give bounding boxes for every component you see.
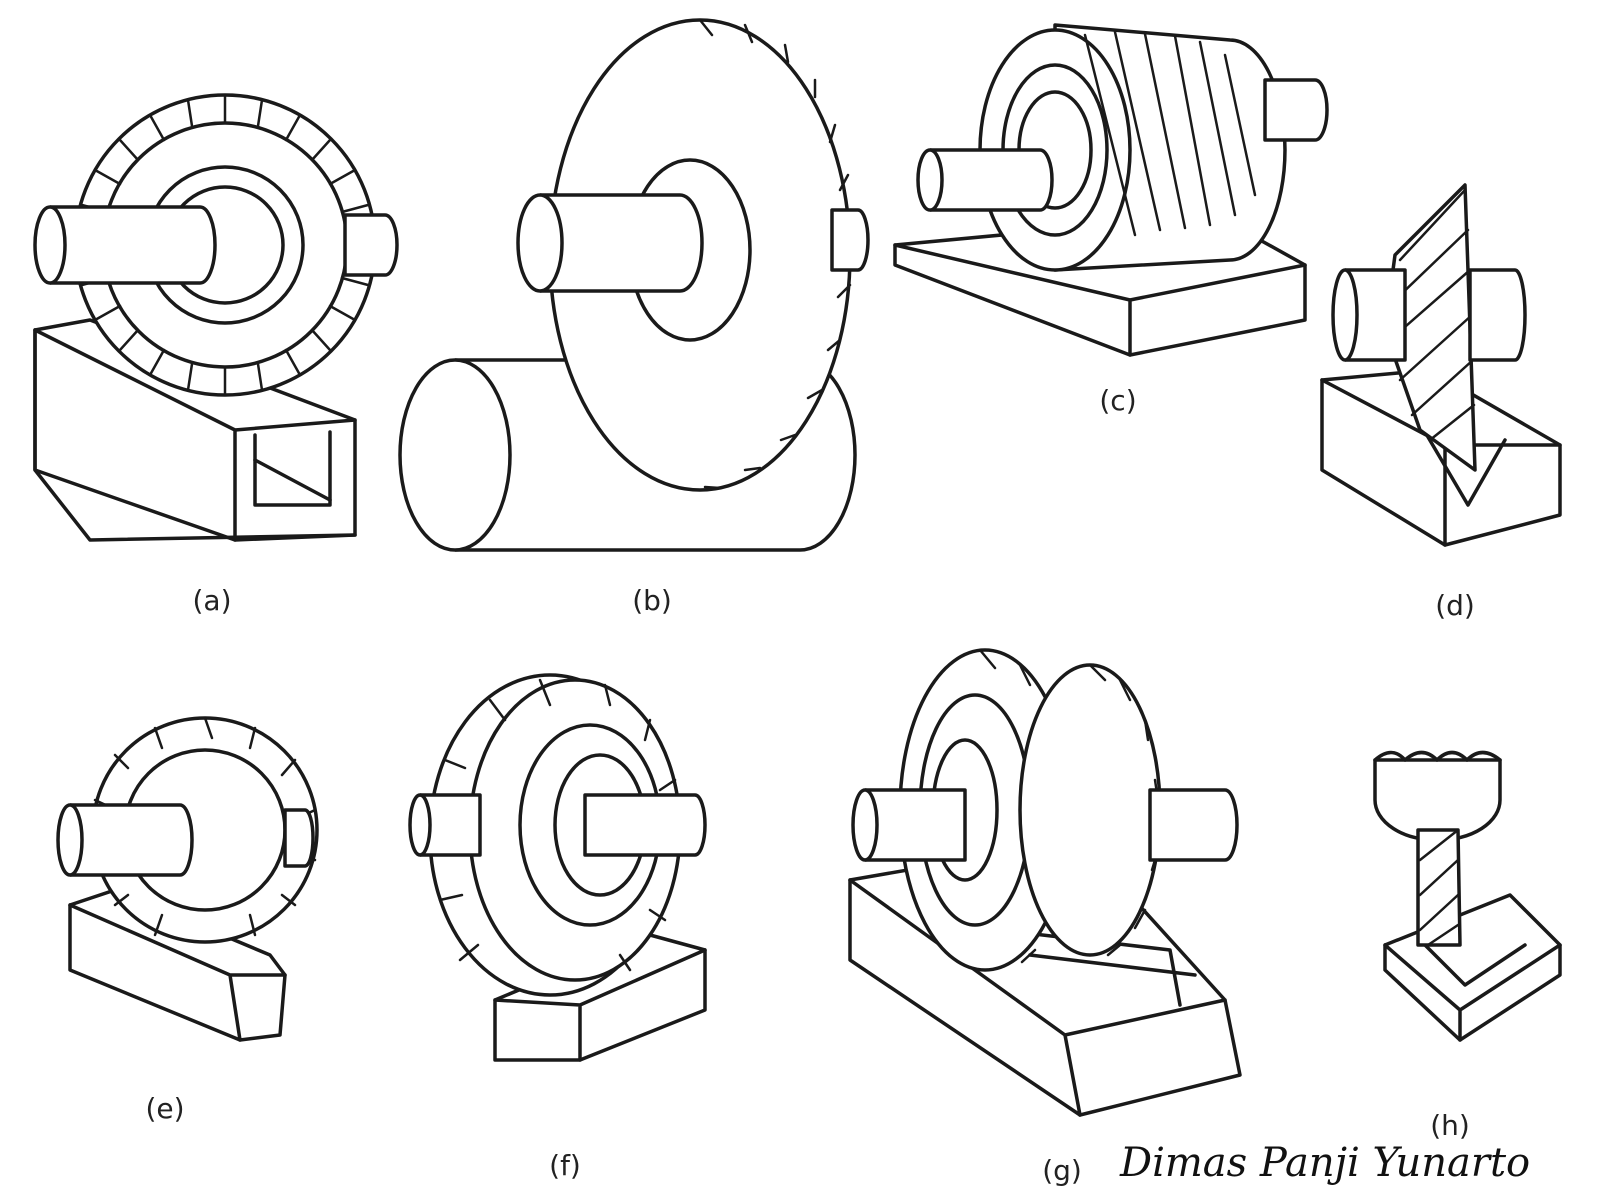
- panel-g-arbor-icon: [851, 788, 1239, 862]
- panel-e-label: (e): [145, 1092, 184, 1125]
- panel-d-arbor-icon: [1331, 268, 1527, 362]
- panel-g-illustration: [848, 648, 1242, 1117]
- panel-g-cutter-2-icon: [1018, 663, 1162, 957]
- panel-h-label: (h): [1430, 1109, 1470, 1142]
- panel-b-label: (b): [632, 584, 672, 617]
- panel-c-arbor-icon: [916, 78, 1329, 212]
- panel-f-cutter-icon: [428, 673, 682, 997]
- panel-b-illustration: [398, 18, 870, 552]
- panel-c-cutter-icon: [978, 23, 1287, 272]
- panel-f-arbor-icon: [408, 793, 707, 857]
- author-credit: Dimas Panji Yunarto: [1120, 1140, 1531, 1186]
- panel-e-arbor-icon: [56, 803, 315, 877]
- panel-f-illustration: [408, 673, 707, 1062]
- panel-c-illustration: [893, 23, 1329, 357]
- panel-h-end-mill-icon: [1373, 750, 1502, 947]
- panel-f-label: (f): [549, 1149, 581, 1182]
- panel-a-arbor-icon: [33, 205, 399, 285]
- panel-d-label: (d): [1435, 589, 1475, 622]
- panel-d-illustration: [1320, 183, 1562, 547]
- panel-b-arbor-icon: [516, 193, 870, 293]
- panel-h-illustration: [1373, 750, 1562, 1042]
- panel-d-angle-cutter-icon: [1383, 183, 1477, 472]
- panel-c-label: (c): [1099, 384, 1136, 417]
- panel-g-label: (g): [1042, 1154, 1082, 1187]
- panel-a-label: (a): [192, 584, 231, 617]
- panel-e-illustration: [56, 716, 319, 1042]
- panel-a-illustration: [33, 93, 399, 542]
